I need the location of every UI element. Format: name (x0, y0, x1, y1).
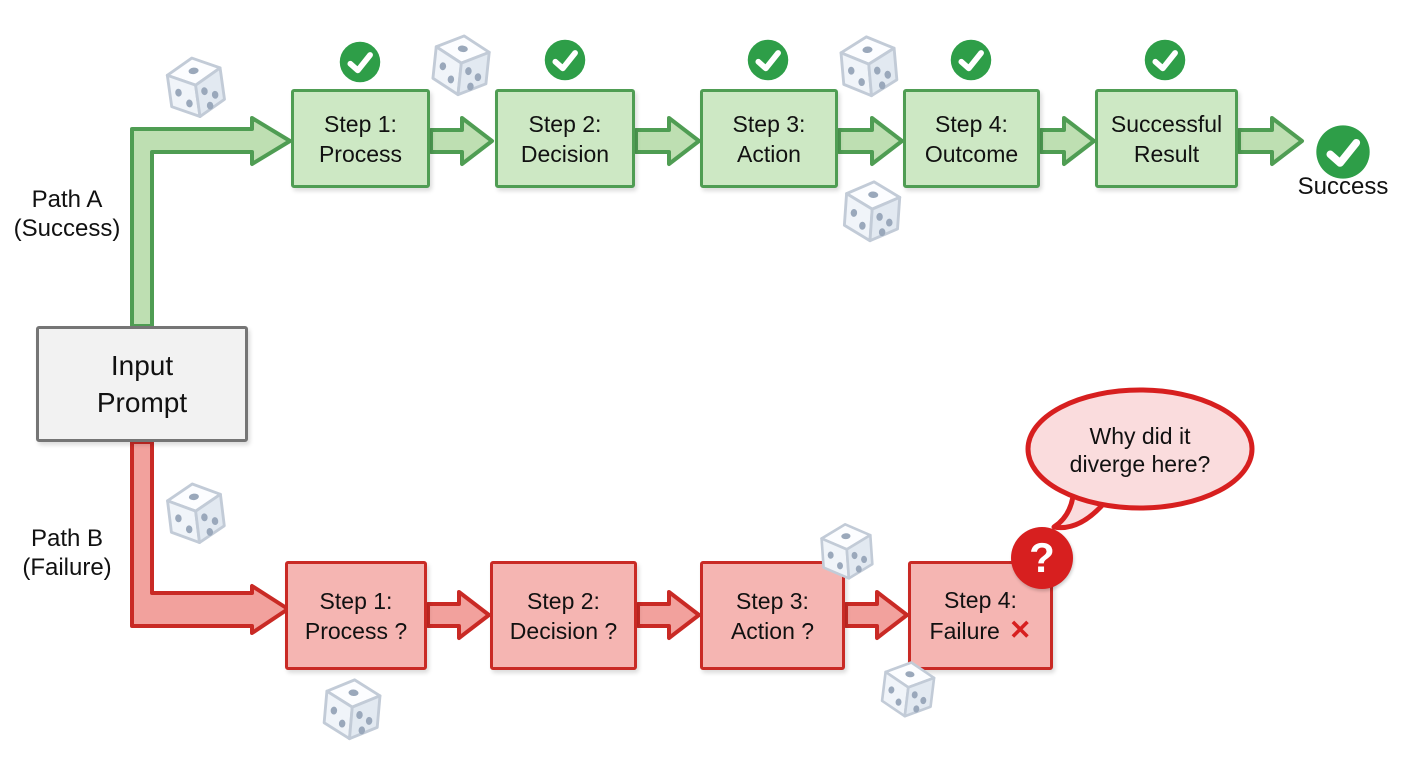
step-line: Decision (520, 140, 610, 167)
path-a-result-box: Successful Result (1095, 89, 1238, 188)
path-a-step-2-box: Step 2: Decision (495, 89, 635, 188)
step-line: Step 1: (324, 110, 397, 137)
checkmark-icon (340, 42, 380, 82)
speech-bubble-line2: diverge here? (1069, 451, 1211, 477)
failure-label: Failure (929, 618, 1000, 644)
path-a-elbow-arrow (130, 116, 292, 328)
path-a-arrow-4-5 (1039, 116, 1096, 166)
step-line: Process (318, 140, 403, 167)
path-a-step-3-box: Step 3: Action (700, 89, 838, 188)
dice-icon (321, 676, 383, 743)
success-checkmark-icon (1316, 125, 1369, 178)
path-b-arrow-2-3 (636, 590, 701, 640)
input-prompt-box: Input Prompt (36, 326, 248, 442)
input-prompt-line1: Input (110, 350, 174, 381)
dice-icon (841, 178, 903, 245)
path-b-step-2-box: Step 2: Decision ? (490, 561, 637, 670)
dice-icon (164, 479, 228, 548)
step-line: Outcome (924, 140, 1019, 167)
step-line: Step 2: (527, 587, 600, 614)
checkmark-icon (748, 40, 788, 80)
checkmark-icon (545, 40, 585, 80)
step-line: Process ? (304, 617, 408, 644)
dice-icon (838, 33, 900, 100)
path-b-elbow-arrow (130, 440, 290, 635)
step-line: Action ? (730, 617, 815, 644)
checkmark-icon (951, 40, 991, 80)
success-label: Success (1297, 173, 1389, 200)
path-b-step-1-box: Step 1: Process ? (285, 561, 427, 670)
path-a-label: Path A (Success) (2, 185, 132, 243)
step-line: Step 3: (732, 110, 806, 137)
step-line: Action (737, 140, 801, 167)
checkmark-icon (1145, 40, 1185, 80)
step-line: Step 4: (944, 587, 1017, 613)
step-line: Result (1133, 140, 1200, 167)
path-a-label-line1: Path A (31, 186, 103, 213)
path-a-arrow-2-3 (634, 116, 701, 166)
path-a-arrow-3-4 (837, 116, 904, 166)
step-line-failure: Failure ✕ (930, 615, 1032, 646)
path-b-label-line1: Path B (30, 525, 104, 552)
path-b-arrow-3-4 (844, 590, 909, 640)
speech-bubble-text: Why did it diverge here? (1032, 422, 1248, 478)
path-b-label-line2: (Failure) (22, 554, 112, 581)
path-a-step-4-box: Step 4: Outcome (903, 89, 1040, 188)
speech-bubble-tail (1051, 481, 1113, 531)
input-prompt-line2: Prompt (96, 387, 188, 418)
dice-icon (430, 31, 493, 99)
step-line: Step 3: (736, 587, 809, 614)
step-line: Step 2: (528, 110, 602, 137)
step-line: Successful (1110, 110, 1223, 137)
path-b-label: Path B (Failure) (2, 524, 132, 582)
step-line: Step 4: (935, 110, 1008, 137)
fail-x-icon: ✕ (1008, 615, 1032, 645)
question-mark-badge: ? (1011, 527, 1073, 589)
step-line: Decision ? (509, 617, 618, 644)
path-b-step-3-box: Step 3: Action ? (700, 561, 845, 670)
path-b-arrow-1-2 (426, 590, 491, 640)
dice-icon (163, 52, 228, 122)
path-a-arrow-1-2 (429, 116, 494, 166)
path-a-label-line2: (Success) (13, 215, 121, 242)
step-line: Step 1: (319, 587, 393, 614)
path-a-arrow-to-success (1237, 116, 1304, 166)
path-a-step-1-box: Step 1: Process (291, 89, 430, 188)
speech-bubble-line1: Why did it (1089, 423, 1191, 449)
